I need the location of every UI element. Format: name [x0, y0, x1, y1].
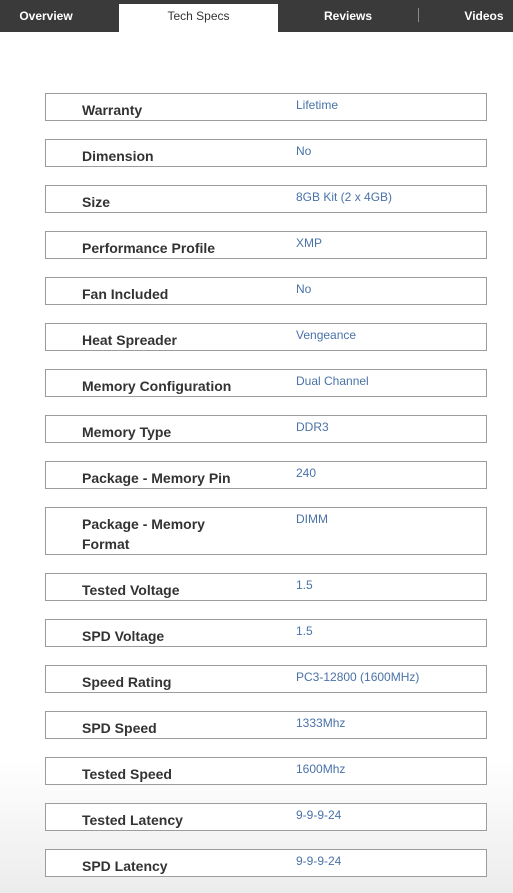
spec-label: Dimension: [82, 148, 154, 164]
tech-specs-list: Warranty Lifetime Dimension No Size 8GB …: [45, 93, 487, 893]
spec-value: 1333Mhz: [296, 716, 346, 730]
spec-row-tested-latency: Tested Latency 9-9-9-24: [45, 803, 487, 831]
spec-label: SPD Voltage: [82, 628, 165, 644]
spec-row-heat-spreader: Heat Spreader Vengeance: [45, 323, 487, 351]
spec-row-tested-speed: Tested Speed 1600Mhz: [45, 757, 487, 785]
spec-value: DDR3: [296, 420, 329, 434]
spec-row-memory-configuration: Memory Configuration Dual Channel: [45, 369, 487, 397]
spec-label: Memory Configuration: [82, 378, 232, 394]
spec-value: Dual Channel: [296, 374, 369, 388]
spec-row-package-memory-format: Package - Memory Format DIMM: [45, 507, 487, 555]
spec-label: Memory Type: [82, 424, 172, 440]
spec-label: Tested Speed: [82, 766, 172, 782]
spec-row-memory-type: Memory Type DDR3: [45, 415, 487, 443]
spec-label: SPD Latency: [82, 858, 168, 874]
spec-label: Warranty: [82, 102, 143, 118]
spec-label: Speed Rating: [82, 674, 172, 690]
spec-value: 9-9-9-24: [296, 854, 342, 868]
spec-value: 1.5: [296, 578, 313, 592]
spec-row-size: Size 8GB Kit (2 x 4GB): [45, 185, 487, 213]
spec-value: XMP: [296, 236, 323, 250]
spec-row-package-memory-pin: Package - Memory Pin 240: [45, 461, 487, 489]
spec-row-speed-rating: Speed Rating PC3-12800 (1600MHz): [45, 665, 487, 693]
tab-videos[interactable]: Videos: [464, 9, 504, 23]
spec-label: SPD Speed: [82, 720, 157, 736]
spec-row-spd-voltage: SPD Voltage 1.5: [45, 619, 487, 647]
spec-label: Fan Included: [82, 286, 169, 302]
spec-label: Size: [82, 194, 111, 210]
spec-value: 240: [296, 466, 317, 480]
spec-row-tested-voltage: Tested Voltage 1.5: [45, 573, 487, 601]
spec-value: 9-9-9-24: [296, 808, 342, 822]
spec-row-performance-profile: Performance Profile XMP: [45, 231, 487, 259]
spec-label: Package - Memory Format: [82, 516, 205, 552]
spec-label: Performance Profile: [82, 240, 216, 256]
spec-row-spd-speed: SPD Speed 1333Mhz: [45, 711, 487, 739]
spec-value: 1600Mhz: [296, 762, 346, 776]
spec-row-spd-latency: SPD Latency 9-9-9-24: [45, 849, 487, 877]
tab-bar: Overview Tech Specs Reviews Videos: [0, 0, 513, 32]
spec-value: No: [296, 144, 312, 158]
spec-value: 1.5: [296, 624, 313, 638]
tab-reviews[interactable]: Reviews: [323, 9, 373, 23]
tab-separator: [418, 8, 419, 22]
tab-tech-specs[interactable]: Tech Specs: [119, 4, 278, 32]
spec-row-warranty: Warranty Lifetime: [45, 93, 487, 121]
spec-label: Tested Latency: [82, 812, 183, 828]
spec-label: Package - Memory Pin: [82, 470, 231, 486]
spec-value: 8GB Kit (2 x 4GB): [296, 190, 393, 204]
spec-row-fan-included: Fan Included No: [45, 277, 487, 305]
tab-overview[interactable]: Overview: [19, 9, 73, 23]
spec-label: Tested Voltage: [82, 582, 180, 598]
spec-value: PC3-12800 (1600MHz): [296, 670, 420, 684]
spec-value: Lifetime: [296, 98, 339, 112]
spec-row-dimension: Dimension No: [45, 139, 487, 167]
spec-value: No: [296, 282, 312, 296]
spec-label: Heat Spreader: [82, 332, 177, 348]
spec-value: Vengeance: [296, 328, 357, 342]
spec-value: DIMM: [296, 512, 328, 526]
